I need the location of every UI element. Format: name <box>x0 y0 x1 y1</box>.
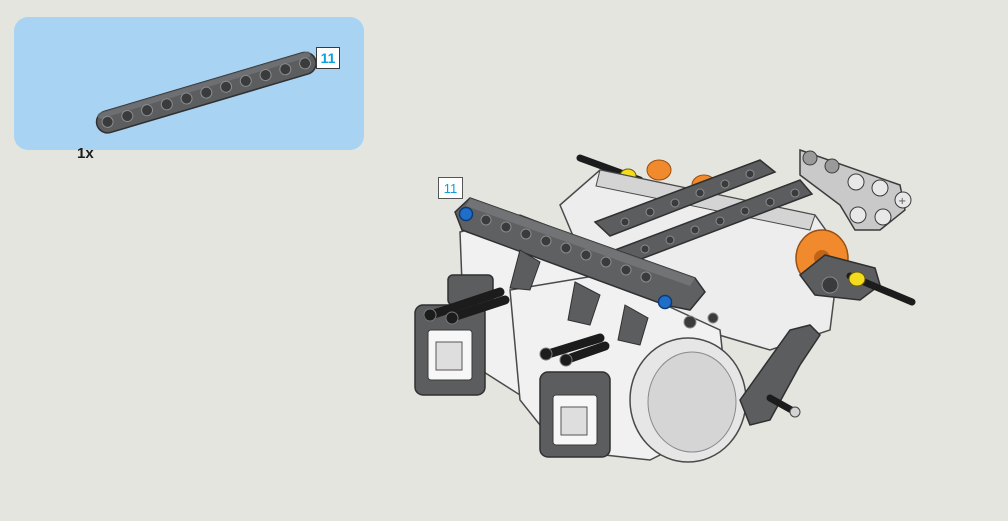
parts-callout: 11 1x <box>14 17 364 162</box>
beam-11-part-image <box>95 51 317 134</box>
beam-pin-blue-left <box>458 206 474 222</box>
front-left-axle-pins <box>423 287 510 325</box>
rear-hub-left <box>646 159 672 181</box>
right-angle-beams: + <box>799 148 912 231</box>
new-beam-11 <box>454 197 719 329</box>
beam-pin-blue-right <box>657 294 673 310</box>
lower-right-beam <box>739 324 821 426</box>
part-quantity-label: 1x <box>77 145 94 162</box>
svg-text:+: + <box>898 196 906 207</box>
right-wheel-hub-assembly <box>795 229 916 306</box>
beam-reference-badge: 11 <box>438 177 463 199</box>
upper-rear-beams <box>593 159 814 265</box>
part-length-badge: 11 <box>316 47 340 69</box>
front-right-motor <box>509 274 747 463</box>
front-right-axle-pins <box>539 333 610 367</box>
front-liftarm-connectors <box>509 249 649 346</box>
